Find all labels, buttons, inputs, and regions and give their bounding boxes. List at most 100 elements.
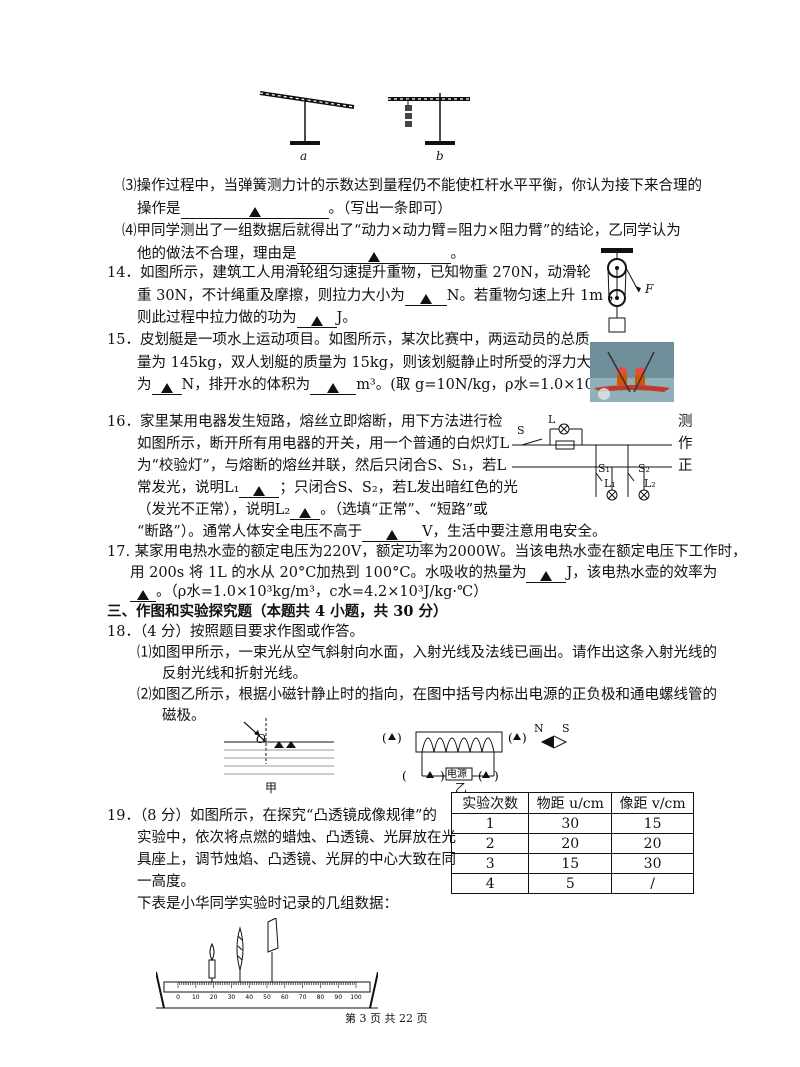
bench-tick-label: 40 bbox=[245, 994, 253, 1001]
svg-text:): ) bbox=[522, 731, 527, 745]
caption-b: b bbox=[436, 149, 444, 163]
q19-line2: 实验中，依次将点燃的蜡烛、凸透镜、光屏放在光 bbox=[137, 830, 456, 846]
table-header-row: 实验次数 物距 u/cm 像距 v/cm bbox=[450, 792, 694, 814]
q16-l5-a: （发光不正常），说明L₂ bbox=[137, 502, 291, 518]
table-cell: 20 bbox=[611, 833, 694, 854]
bench-tick-label: 90 bbox=[334, 994, 342, 1001]
table-cell: 15 bbox=[528, 853, 613, 874]
q16-l5-b: 。（选填“正常”、“短路”或 bbox=[320, 502, 488, 518]
bench-tick-label: 10 bbox=[192, 994, 200, 1001]
q16-line3-right: 正 bbox=[678, 458, 693, 474]
svg-text:): ) bbox=[397, 731, 402, 745]
answer-marker-icon bbox=[310, 316, 323, 326]
svg-text:(: ( bbox=[402, 769, 407, 783]
table-row: 1 30 15 bbox=[450, 813, 694, 834]
q14-answer-blank-1[interactable] bbox=[404, 289, 447, 306]
q15-answer-blank-2[interactable] bbox=[310, 378, 357, 395]
q17-l3: 。（ρ水=1.0×10³kg/m³，c水=4.2×10³J/kg·℃） bbox=[156, 584, 488, 600]
circuit-figure bbox=[512, 423, 672, 501]
q19-line5: 下表是小华同学实验时记录的几组数据： bbox=[137, 896, 398, 912]
q13-p4-pre: 他的做法不合理，理由是 bbox=[137, 246, 297, 262]
lever-b-figure bbox=[388, 93, 470, 145]
q15-line1: 15．皮划艇是一项水上运动项目。如图所示，某次比赛中，两运动员的总质 bbox=[107, 332, 590, 348]
q13-p3-post: 。（写出一条即可） bbox=[328, 201, 452, 217]
q17-line3: 。（ρ水=1.0×10³kg/m³，c水=4.2×10³J/kg·℃） bbox=[130, 582, 488, 602]
table-cell: 4 bbox=[450, 873, 530, 894]
lever-a-figure bbox=[259, 91, 355, 145]
answer-marker-icon bbox=[137, 590, 149, 600]
pulley-force-label: F bbox=[645, 282, 654, 296]
page-footer: 第 3 页 共 22 页 bbox=[345, 1012, 428, 1025]
table-header-cell: 实验次数 bbox=[450, 792, 530, 814]
bench-tick-label: 100 bbox=[350, 994, 362, 1001]
q14-l3-post: J。 bbox=[336, 310, 357, 326]
pulley-figure bbox=[601, 248, 641, 333]
q16-line3: 为“校验灯”，与熔断的熔丝并联，然后只闭合S、S₁，若L bbox=[137, 458, 507, 474]
q13-p3-line1: ⑶操作过程中，当弹簧测力计的示数达到量程仍不能使杠杆水平平衡，你认为接下来合理的 bbox=[122, 178, 702, 194]
table-row: 3 15 30 bbox=[450, 853, 694, 874]
table-cell: 3 bbox=[450, 853, 530, 874]
circuit-label-L2: L₂ bbox=[644, 477, 656, 490]
q16-line1: 16．家里某用电器发生短路，熔丝立即熔断，用下方法进行检 bbox=[107, 414, 503, 430]
q14-line1: 14．如图所示，建筑工人用滑轮组匀速提升重物，已知物重 270N，动滑轮 bbox=[107, 265, 591, 281]
answer-marker-icon bbox=[386, 530, 399, 540]
q13-p3-answer-blank[interactable] bbox=[180, 202, 329, 219]
solenoid-figure: ( ) ( ) ( ) ( ) bbox=[382, 731, 568, 783]
q14-answer-blank-2[interactable] bbox=[296, 311, 337, 328]
table-cell: 20 bbox=[528, 833, 613, 854]
q16-line1-right: 测 bbox=[678, 414, 693, 430]
q15-answer-blank-1[interactable] bbox=[151, 378, 182, 395]
q15-l3-a: 为 bbox=[137, 377, 152, 393]
caption-jia: 甲 bbox=[265, 781, 278, 795]
q14-l3-pre: 则此过程中拉力做的功为 bbox=[137, 310, 297, 326]
q18-heading: 18．（4 分）按照题目要求作图或作答。 bbox=[107, 624, 365, 640]
svg-text:(: ( bbox=[382, 731, 387, 745]
q16-answer-blank-2[interactable] bbox=[290, 503, 321, 520]
answer-marker-icon bbox=[299, 508, 312, 518]
bench-tick-label: 20 bbox=[210, 994, 218, 1001]
q15-l3-c: m³。(取 g=10N/kg，ρ水=1.0×10³kg/m³) bbox=[356, 377, 648, 393]
q15-line2: 量为 145kg，双人划艇的质量为 15kg，则该划艇静止时所受的浮力大小 bbox=[137, 355, 606, 371]
q19-line1: 19．（8 分）如图所示，在探究“凸透镜成像规律”的 bbox=[107, 808, 437, 824]
q17-answer-blank-1[interactable] bbox=[526, 566, 567, 583]
refraction-point-label: O bbox=[256, 732, 266, 746]
lens-data-table: 实验次数 物距 u/cm 像距 v/cm 1 30 15 2 20 20 3 1… bbox=[450, 792, 694, 894]
svg-text:): ) bbox=[440, 769, 445, 783]
svg-text:): ) bbox=[494, 769, 499, 783]
q17-l2-a: 用 200s 将 1L 的水从 20°C加热到 100°C。水吸收的热量为 bbox=[130, 565, 527, 581]
lever-figures bbox=[259, 91, 470, 145]
answer-marker-icon bbox=[160, 383, 173, 393]
answer-marker-icon bbox=[367, 252, 380, 262]
table-cell: 1 bbox=[450, 813, 530, 834]
needle-label-S: S bbox=[562, 722, 570, 735]
bench-tick-label: 80 bbox=[317, 994, 325, 1001]
q16-answer-blank-1[interactable] bbox=[239, 481, 280, 498]
section-3-heading: 三、作图和实验探究题（本题共 4 小题，共 30 分） bbox=[107, 603, 448, 620]
q17-answer-blank-2[interactable] bbox=[130, 585, 156, 602]
q19-line4: 一高度。 bbox=[137, 874, 195, 890]
q14-l2-pre: 重 30N，不计绳重及摩擦，则拉力大小为 bbox=[137, 288, 405, 304]
q16-l6-b: V，生活中要注意用电安全。 bbox=[422, 524, 607, 540]
table-cell: 30 bbox=[528, 813, 613, 834]
q16-answer-blank-3[interactable] bbox=[362, 525, 423, 542]
q16-l4-b: ；只闭合S、S₂，若L发出暗红色的光 bbox=[279, 480, 518, 496]
needle-label-N: N bbox=[534, 722, 544, 735]
table-cell: 30 bbox=[611, 853, 694, 874]
circuit-label-S: S bbox=[517, 424, 525, 437]
bench-tick-label: 60 bbox=[281, 994, 289, 1001]
answer-marker-icon bbox=[253, 486, 266, 496]
q16-l6-a: “断路”）。通常人体安全电压不高于 bbox=[137, 524, 363, 540]
q13-p3-line2: 操作是。（写出一条即可） bbox=[137, 199, 452, 219]
q18-p2-line1: ⑵如图乙所示，根据小磁针静止时的指向，在图中括号内标出电源的正负极和通电螺线管的 bbox=[137, 687, 717, 703]
q18-p1-line2: 反射光线和折射光线。 bbox=[162, 666, 307, 682]
q13-p4-answer-blank[interactable] bbox=[296, 247, 451, 264]
svg-text:(: ( bbox=[508, 731, 513, 745]
caption-yi: 乙 bbox=[455, 781, 468, 795]
table-cell: 2 bbox=[450, 833, 530, 854]
q19-line3: 具座上，调节烛焰、凸透镜、光屏的中心大致在同 bbox=[137, 852, 456, 868]
